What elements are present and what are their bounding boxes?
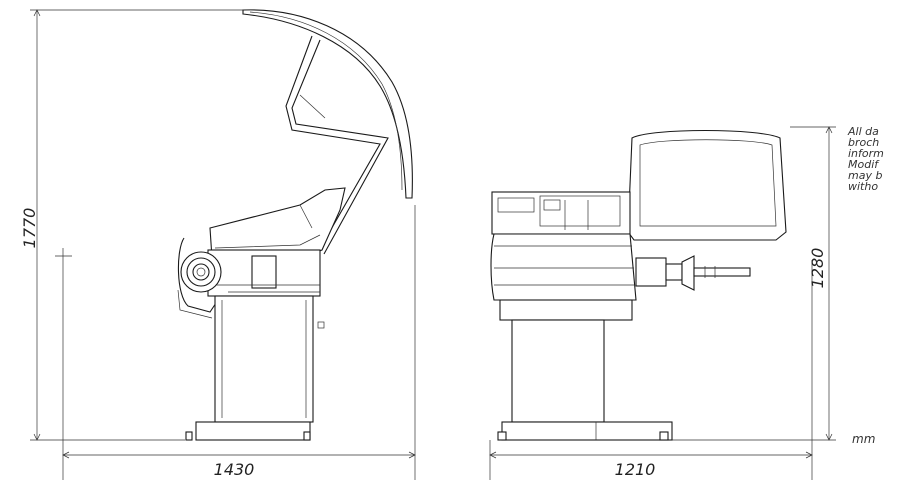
dimension-lines	[30, 9, 836, 480]
note-line: may b	[848, 169, 883, 182]
note-line: inform	[848, 147, 884, 160]
note-line: Modif	[848, 158, 879, 171]
note-line: All da	[848, 125, 879, 138]
dimension-height-right: 1280	[808, 248, 827, 289]
dimension-width-left: 1430	[214, 460, 255, 479]
note-line: broch	[848, 136, 880, 149]
machine-side-view	[177, 9, 413, 441]
dimension-height-left: 1770	[20, 208, 39, 249]
note-line: witho	[848, 180, 879, 193]
dimension-width-right: 1210	[615, 460, 656, 479]
disclaimer-note: All da broch inform Modif may b witho	[848, 126, 898, 192]
machine-front-view	[490, 129, 787, 441]
unit-label: mm	[852, 432, 876, 446]
